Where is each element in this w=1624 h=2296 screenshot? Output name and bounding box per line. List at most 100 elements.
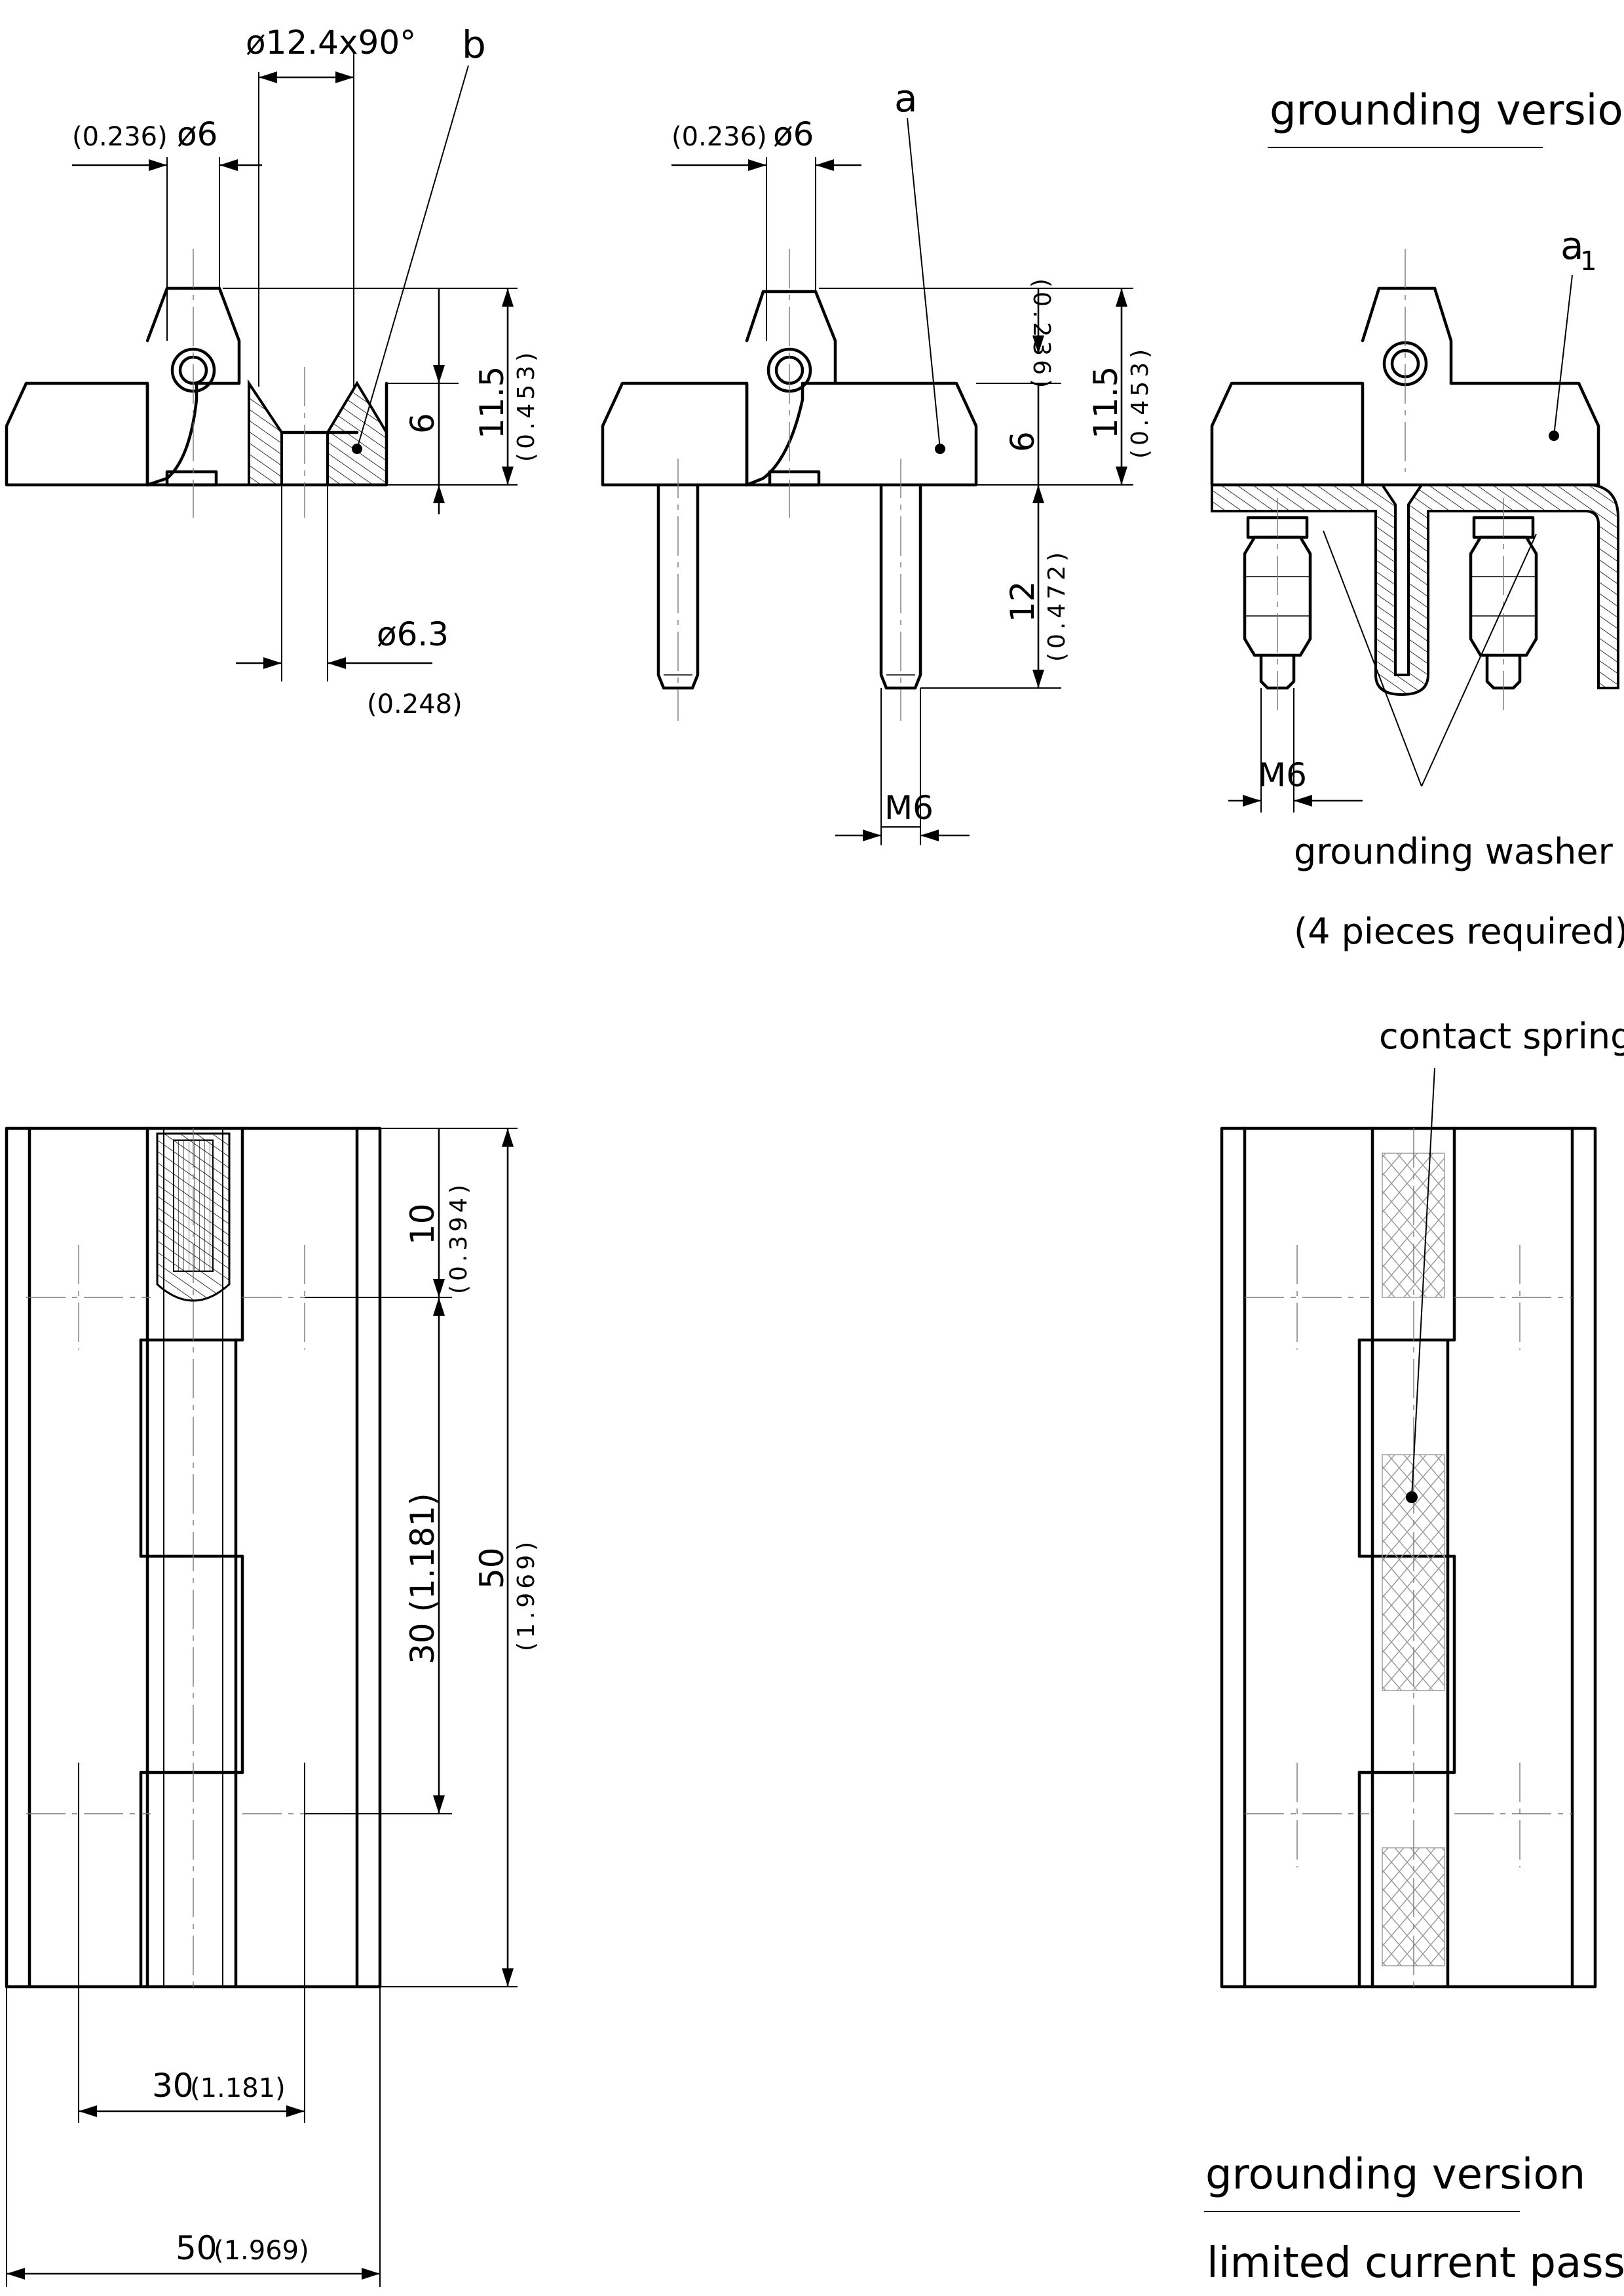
- dim-arrow: [748, 159, 766, 171]
- dim-arrow: [433, 485, 445, 503]
- view-c-thread: M6: [1258, 756, 1307, 794]
- view-grounding-front: contact spring grounding version limited…: [1204, 1016, 1624, 2287]
- view-c-label-a1: a: [1560, 223, 1584, 268]
- view-c-right-leaf: [1361, 381, 1600, 487]
- dim-arrow: [335, 71, 354, 83]
- leader-line: [1323, 530, 1422, 787]
- view-b-thread: M6: [884, 789, 934, 827]
- dim-arrow: [1032, 335, 1044, 354]
- front-dim-30-h-in: (1.181): [190, 2073, 286, 2103]
- dim-arrow: [1243, 795, 1261, 807]
- view-a-side-section: (0.236) ø6 ø12.4x90° b ø6.3 (0.248) 6 11…: [5, 22, 540, 719]
- leader-line: [1553, 275, 1573, 436]
- dim-arrow: [1116, 288, 1127, 307]
- view-b-stud-len: 12: [1004, 581, 1042, 622]
- view-b-height-total-in: (0.453): [1127, 345, 1154, 459]
- view-b-label-a: a: [894, 76, 918, 121]
- dim-arrow: [328, 657, 346, 669]
- view-c-nut-right: [1469, 535, 1538, 657]
- front-dim-30-v: 30 (1.181): [404, 1493, 442, 1664]
- dim-arrow: [433, 365, 445, 383]
- view-b-stud-len-in: (0.472): [1044, 548, 1070, 662]
- view-c-nut-left: [1243, 535, 1312, 657]
- view-b-height-total: 11.5: [1087, 366, 1125, 439]
- leader-dot: [1406, 1491, 1418, 1503]
- view-front: 10 (0.394) 30 (1.181) 50 (1.969) 30 (1.1…: [5, 1126, 540, 2287]
- ground-front-subtitle: limited current passage: [1207, 2239, 1624, 2287]
- view-b-knuckle-foot: [768, 470, 821, 487]
- dim-arrow: [433, 1279, 445, 1297]
- view-b-left-leaf: [601, 381, 749, 487]
- view-a-label-b: b: [462, 22, 486, 67]
- view-c-washer-note-1: grounding washer: [1294, 831, 1614, 872]
- dim-arrow: [816, 159, 834, 171]
- dim-arrow: [920, 830, 939, 841]
- leader-line: [1411, 1067, 1435, 1498]
- view-b-side-studs: a (0.236) ø6 (0.236) 6 11.5 (0.453) 12 (…: [601, 76, 1154, 845]
- front-dim-50-h-in: (1.969): [214, 2236, 309, 2266]
- view-b-right-leaf: [745, 381, 978, 487]
- dim-arrow: [433, 1297, 445, 1316]
- view-a-height-leaf: 6: [404, 413, 442, 434]
- dim-arrow: [1032, 485, 1044, 503]
- view-b-dia-pin: ø6: [773, 115, 814, 153]
- front-dim-50-v: 50: [473, 1547, 511, 1589]
- view-a-dia-pin-in: (0.236): [72, 122, 168, 152]
- view-a-height-total: 11.5: [473, 366, 511, 439]
- view-a-hole-dia: ø6.3: [377, 615, 449, 653]
- dim-arrow: [79, 2105, 97, 2117]
- dim-arrow: [259, 71, 277, 83]
- dim-arrow: [149, 159, 167, 171]
- view-c-left-leaf: [1210, 381, 1365, 487]
- dim-arrow: [219, 159, 238, 171]
- front-dim-50-v-in: (1.969): [513, 1538, 540, 1651]
- leader-dot: [352, 444, 362, 454]
- view-c-grounding-side: grounding version a 1: [1210, 86, 1624, 952]
- ground-spring-label: contact spring: [1379, 1016, 1624, 1057]
- dim-arrow: [502, 467, 514, 485]
- view-a-countersink: ø12.4x90°: [246, 24, 416, 62]
- view-a-dia-pin: ø6: [177, 115, 217, 153]
- view-c-title: grounding version: [1270, 86, 1624, 135]
- view-a-left-leaf: [5, 381, 149, 487]
- view-c-washer-note-2: (4 pieces required): [1294, 911, 1624, 952]
- dim-arrow: [286, 2105, 305, 2117]
- dim-arrow: [502, 1128, 514, 1147]
- front-dim-50-h: 50: [176, 2229, 217, 2267]
- dim-arrow: [433, 1795, 445, 1814]
- leader-line: [907, 117, 941, 450]
- view-b-stud-left: [656, 483, 700, 690]
- view-c-label-a1-sub: 1: [1580, 246, 1596, 277]
- view-a-knuckle-foot: [165, 470, 218, 487]
- view-c-knuckle: [1361, 286, 1453, 385]
- view-a-height-total-in: (0.453): [513, 349, 540, 462]
- view-b-height-leaf: 6: [1004, 431, 1042, 452]
- leader-dot: [1549, 430, 1559, 441]
- dim-arrow: [502, 288, 514, 307]
- dim-arrow: [1032, 670, 1044, 688]
- view-a-hatch-right: [326, 381, 388, 486]
- view-c-panel-section: [1211, 484, 1619, 697]
- leader-dot: [935, 444, 945, 454]
- view-b-knuckle: [745, 290, 837, 487]
- leader-line: [356, 65, 469, 450]
- front-dim-10: 10: [404, 1203, 442, 1245]
- view-b-stud-right: [879, 483, 922, 690]
- dim-arrow: [863, 830, 881, 841]
- dim-arrow: [1294, 795, 1312, 807]
- view-a-hole-dia-in: (0.248): [367, 689, 463, 719]
- ground-front-outline: [1220, 1126, 1597, 1989]
- view-b-dim-top-in: (0.236): [1028, 278, 1055, 392]
- leader-line: [1421, 533, 1537, 787]
- view-b-dia-pin-in: (0.236): [671, 122, 767, 152]
- dim-arrow: [502, 1968, 514, 1987]
- dim-arrow: [362, 2268, 380, 2280]
- dim-arrow: [263, 657, 282, 669]
- ground-front-title: grounding version: [1205, 2151, 1585, 2199]
- front-dim-30-h: 30: [152, 2067, 194, 2105]
- front-dim-10-in: (0.394): [445, 1181, 472, 1294]
- dim-arrow: [7, 2268, 25, 2280]
- dim-arrow: [1116, 467, 1127, 485]
- view-a-hatch-left: [248, 379, 283, 486]
